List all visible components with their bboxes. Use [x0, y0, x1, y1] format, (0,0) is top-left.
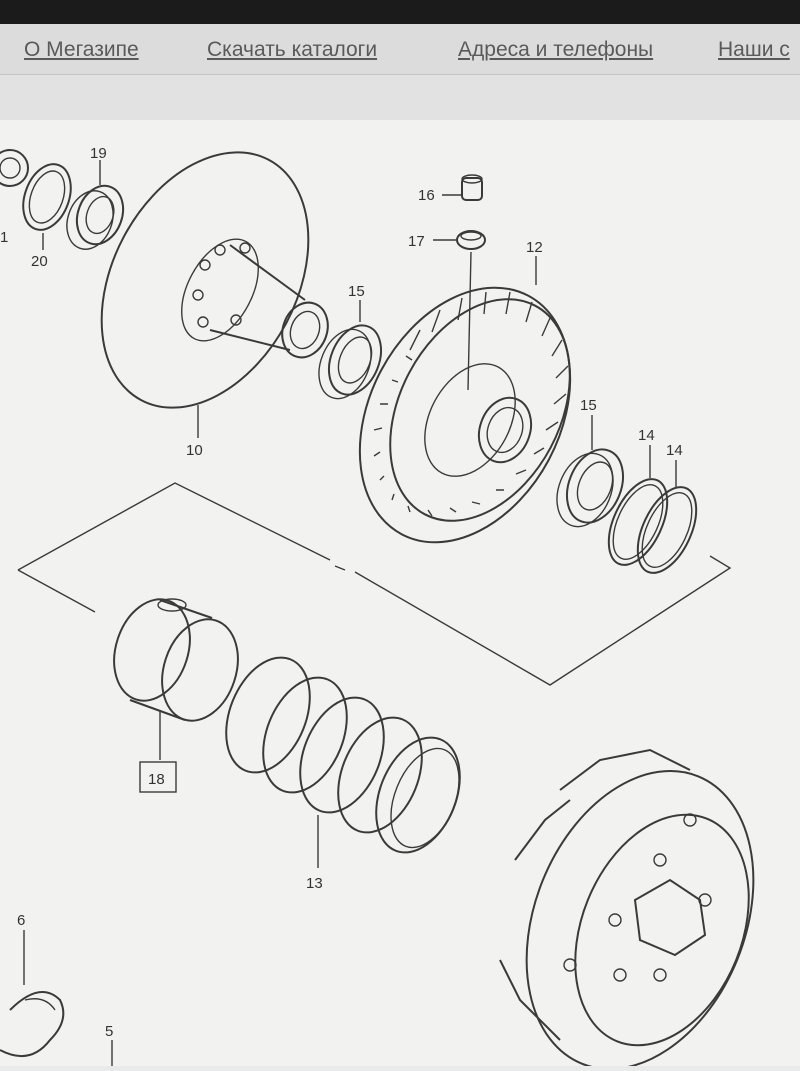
- callout-16: 16: [418, 187, 435, 204]
- callout-20: 20: [31, 253, 48, 270]
- part-12-bevel-gear[interactable]: [318, 251, 613, 579]
- nav-link-addresses-phones[interactable]: Адреса и телефоны: [458, 38, 654, 61]
- part-edge-fragment[interactable]: [0, 149, 29, 187]
- callout-17: 17: [408, 233, 425, 250]
- nav-link-download-catalogs[interactable]: Скачать каталоги: [207, 38, 378, 61]
- part-10-sheave-disc[interactable]: [60, 120, 350, 443]
- callout-19: 19: [90, 145, 107, 162]
- callout-13: 13: [306, 875, 323, 892]
- callout-14-b: 14: [666, 442, 683, 459]
- callout-14-a: 14: [638, 427, 655, 444]
- clutch-housing[interactable]: [485, 737, 796, 1070]
- callout-6: 6: [17, 912, 25, 929]
- callout-18-box: [139, 761, 177, 793]
- part-15-bearing-lower[interactable]: [547, 441, 634, 535]
- part-16-cap[interactable]: [461, 174, 483, 201]
- nav-link-our[interactable]: Наши с: [718, 38, 790, 61]
- part-19-bearing[interactable]: [59, 179, 131, 255]
- assembly-outline: [17, 482, 732, 686]
- subheader-strip: [0, 75, 800, 120]
- part-6-fragment[interactable]: [0, 991, 65, 1058]
- callout-15-lower: 15: [580, 397, 597, 414]
- browser-top-edge: [0, 0, 800, 24]
- site-nav: О Мегазипе Скачать каталоги Адреса и тел…: [0, 24, 800, 75]
- exploded-view-drawing: 19 20 1 10 15 16 17: [0, 120, 796, 1070]
- part-18-collar[interactable]: [102, 589, 251, 730]
- nav-link-about[interactable]: О Мегазипе: [24, 38, 139, 61]
- callout-5: 5: [105, 1023, 113, 1040]
- part-15-bearing-upper[interactable]: [309, 318, 390, 407]
- callout-15-upper: 15: [348, 283, 365, 300]
- callout-10: 10: [186, 442, 203, 459]
- part-14-ring-a[interactable]: [597, 470, 679, 574]
- part-13-spring[interactable]: [210, 645, 475, 865]
- part-20-ring[interactable]: [15, 158, 80, 237]
- parts-diagram: 19 20 1 10 15 16 17: [0, 120, 800, 1070]
- callout-18: 18: [148, 771, 165, 788]
- part-17-plug[interactable]: [456, 230, 486, 250]
- callout-12: 12: [526, 239, 543, 256]
- part-14-ring-b[interactable]: [626, 478, 708, 582]
- callout-1: 1: [0, 229, 8, 246]
